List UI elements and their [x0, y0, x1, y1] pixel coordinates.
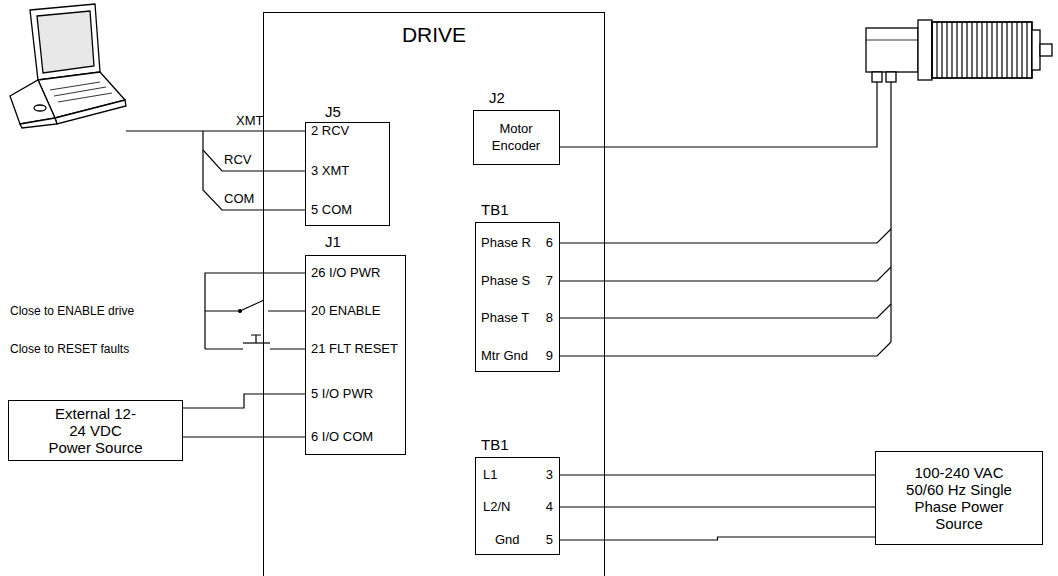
power-source-box: 100-240 VAC 50/60 Hz Single Phase Power …	[875, 451, 1043, 545]
terminal-number: 3	[546, 467, 553, 483]
pin-label: Phase T	[481, 310, 529, 326]
connector-label: TB1	[481, 437, 509, 453]
terminal-block: TB1L13L2/N4Gnd5	[475, 457, 560, 555]
connector-label: TB1	[481, 202, 509, 218]
motor-wires	[560, 82, 891, 356]
connector-label: J1	[325, 234, 341, 250]
box-text: Motor Encoder	[481, 120, 551, 154]
pin-label: 3 XMT	[311, 163, 349, 179]
connector-block: J126 I/O PWR20 ENABLE21 FLT RESET5 I/O P…	[305, 255, 406, 455]
pin-label: Phase R	[481, 235, 531, 251]
power-source-box: External 12-24 VDC Power Source	[8, 400, 183, 461]
pin-label: 6 I/O COM	[311, 429, 373, 445]
pin-label: Gnd	[495, 532, 520, 548]
switch-wiring	[205, 273, 305, 349]
pin-label: L2/N	[483, 499, 510, 515]
connector-label: J2	[489, 90, 505, 106]
encoder-connector: J2Motor Encoder	[473, 110, 560, 165]
wire	[560, 507, 875, 508]
laptop-illustration	[10, 4, 126, 128]
terminal-block: TB1Phase R6Phase S7Phase T8Mtr Gnd9	[475, 222, 560, 372]
note-text: Close to ENABLE drive	[10, 303, 134, 319]
terminal-number: 4	[546, 499, 553, 515]
signal-name: RCV	[224, 152, 251, 168]
pin-label: 5 COM	[311, 202, 352, 218]
wire	[560, 475, 875, 476]
signal-name: COM	[224, 191, 254, 207]
pin-label: Mtr Gnd	[481, 348, 528, 364]
pin-label: 21 FLT RESET	[311, 341, 398, 357]
wire	[560, 537, 875, 540]
pin-label: 26 I/O PWR	[311, 265, 380, 281]
pin-label: L1	[483, 467, 497, 483]
note-text: Close to RESET faults	[10, 341, 129, 357]
wire	[183, 437, 305, 438]
box-title: DRIVE	[402, 27, 466, 43]
motor-illustration	[866, 20, 1052, 82]
pin-label: 5 I/O PWR	[311, 386, 373, 402]
box-text: 100-240 VAC 50/60 Hz Single Phase Power …	[904, 464, 1014, 532]
terminal-number: 8	[546, 310, 553, 326]
terminal-number: 5	[546, 532, 553, 548]
drive-housing: DRIVE J5 2 RCV 3 XMT 5 COM J1 26 I/O PWR 20 ENA…	[263, 12, 605, 576]
pin-label: 2 RCV	[311, 123, 349, 139]
connector-block: J52 RCV3 XMT5 COM	[305, 122, 390, 226]
terminal-number: 9	[546, 348, 553, 364]
serial-wires	[126, 131, 305, 210]
pin-label: Phase S	[481, 273, 530, 289]
signal-name: XMT	[236, 113, 263, 129]
terminal-number: 6	[546, 235, 553, 251]
terminal-number: 7	[546, 273, 553, 289]
connector-label: J5	[325, 104, 341, 120]
wire	[183, 394, 305, 408]
box-text: External 12-24 VDC Power Source	[48, 405, 144, 456]
pin-label: 20 ENABLE	[311, 303, 380, 319]
